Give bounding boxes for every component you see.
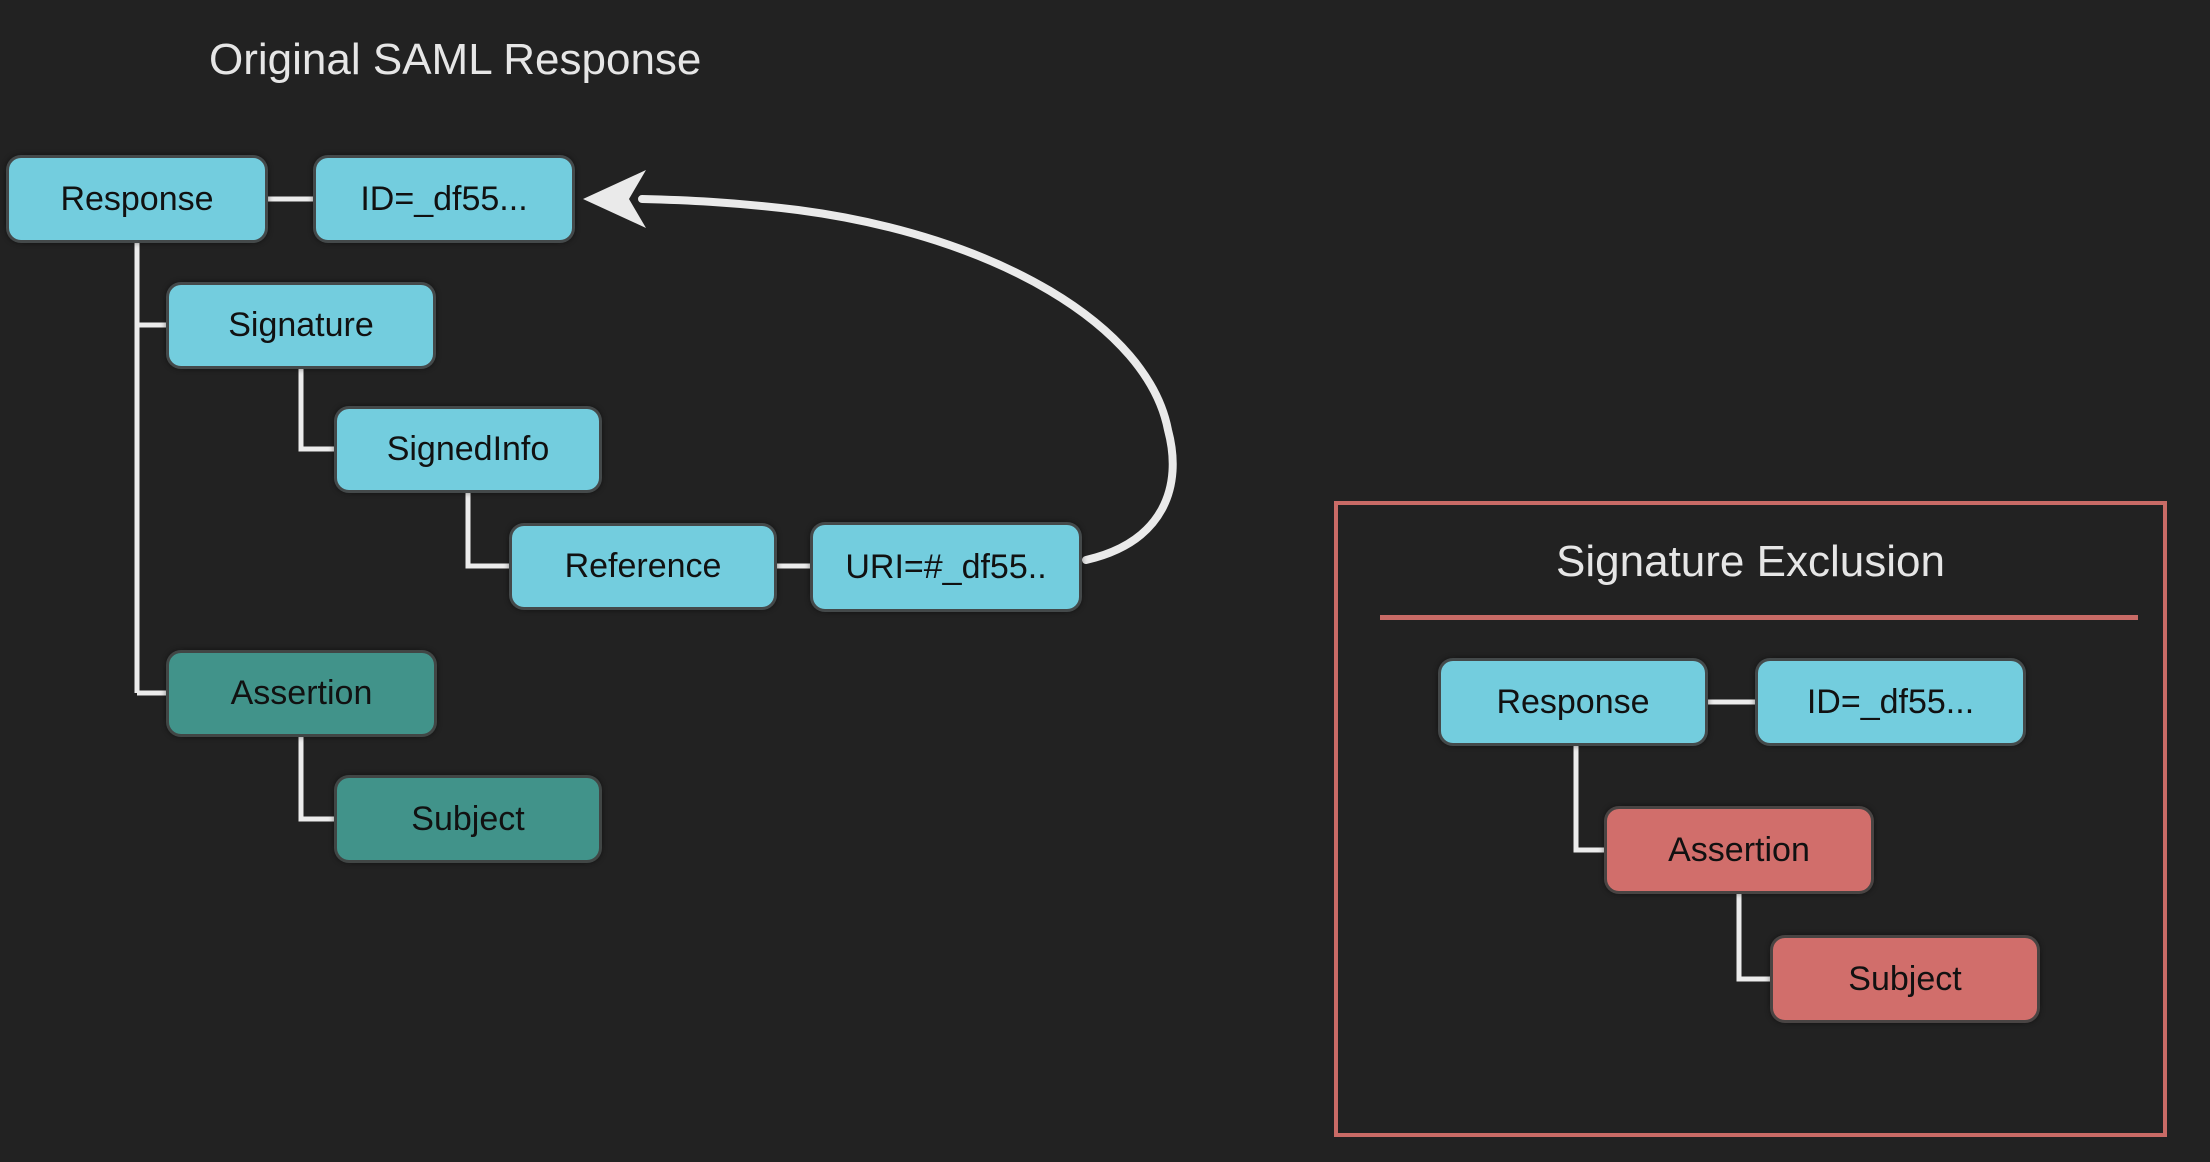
assertion-subject-connector <box>298 737 334 822</box>
node-signature: Signature <box>166 282 436 369</box>
signature-exclusion-panel <box>1334 501 2167 1137</box>
node-id-attribute: ID=_df55... <box>313 155 575 243</box>
uri-to-id-reference-arrow <box>638 195 1177 564</box>
node-reference: Reference <box>509 523 777 610</box>
excl-node-id-attribute: ID=_df55... <box>1755 658 2026 746</box>
excl-node-response: Response <box>1438 658 1708 746</box>
node-subject: Subject <box>334 775 602 863</box>
signature-exclusion-underline <box>1380 615 2138 620</box>
node-assertion: Assertion <box>166 650 437 737</box>
node-uri-attribute: URI=#_df55.. <box>810 522 1082 612</box>
node-response: Response <box>6 155 268 243</box>
signature-exclusion-title: Signature Exclusion <box>1556 537 1945 586</box>
signature-signedinfo-connector <box>298 369 334 452</box>
node-signedinfo: SignedInfo <box>334 406 602 493</box>
excl-node-assertion: Assertion <box>1604 806 1874 894</box>
signedinfo-reference-connector <box>465 493 509 569</box>
reference-arrowhead-icon <box>583 170 646 228</box>
left-diagram-title: Original SAML Response <box>209 35 702 84</box>
excl-node-subject: Subject <box>1770 935 2040 1023</box>
tree-trunk-connector <box>134 243 166 696</box>
